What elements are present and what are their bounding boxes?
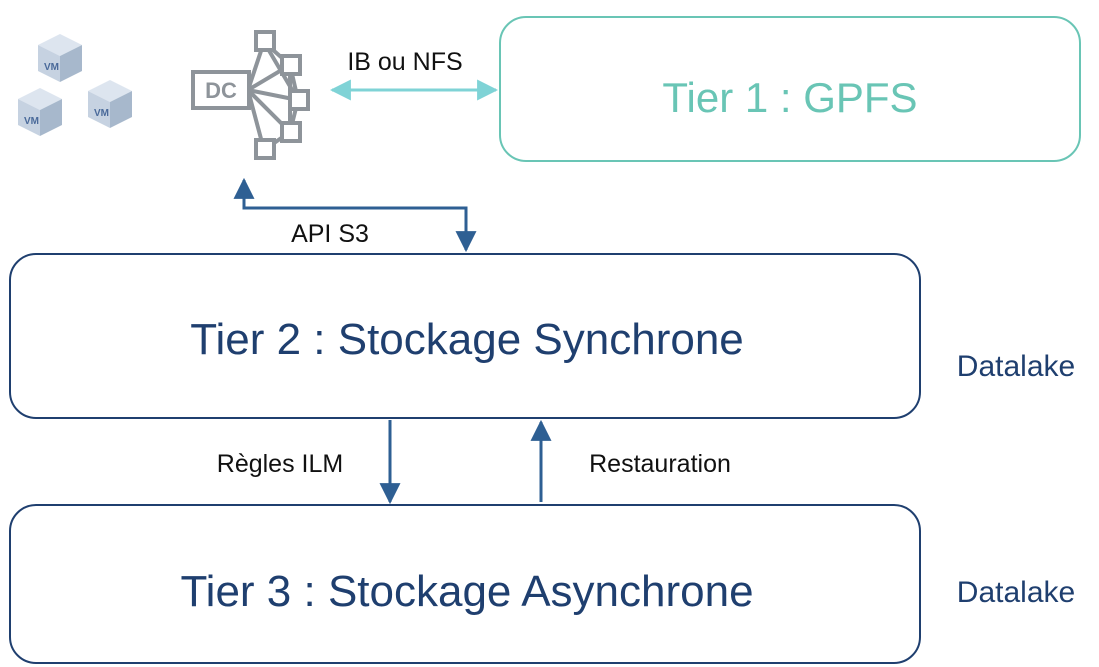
api-s3-arrow <box>233 177 477 253</box>
svg-text:VM: VM <box>94 108 109 119</box>
api-s3-label: API S3 <box>291 220 369 248</box>
tier1-box <box>499 16 1081 162</box>
tier2-side-label: Datalake <box>957 350 1075 383</box>
vm-cube-icon: VM <box>88 80 132 128</box>
vm-cube-icon: VM <box>18 88 62 136</box>
ib-nfs-label: IB ou NFS <box>347 48 462 76</box>
svg-text:VM: VM <box>44 62 59 73</box>
tier2-title: Tier 2 : Stockage Synchrone <box>190 315 744 364</box>
ilm-rules-label: Règles ILM <box>217 450 343 478</box>
tier3-title: Tier 3 : Stockage Asynchrone <box>180 567 753 616</box>
vm-cube-icon: VM <box>38 34 82 82</box>
vm-cluster-icon: VM VM VM <box>18 34 132 136</box>
tier2-box <box>9 253 921 419</box>
datacenter-network-icon <box>191 30 310 160</box>
tier1-title: Tier 1 : GPFS <box>662 74 917 121</box>
tier3-box <box>9 504 921 664</box>
svg-text:VM: VM <box>24 116 39 127</box>
restore-label: Restauration <box>589 450 731 478</box>
datacenter-label: DC <box>205 78 237 103</box>
tier3-side-label: Datalake <box>957 576 1075 609</box>
